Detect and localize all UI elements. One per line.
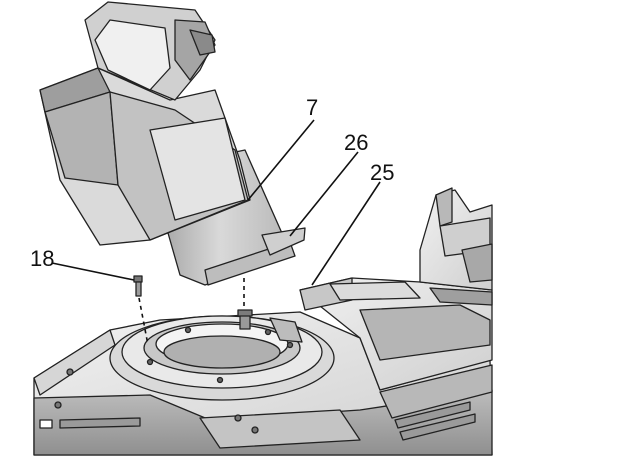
- part-7-discharge-chute: [39, 1, 296, 286]
- part-25-clamp: [237, 309, 303, 343]
- callout-7: 7: [306, 95, 318, 120]
- leader-line-25: [311, 181, 381, 286]
- leader-line-18: [51, 262, 135, 281]
- leader-line-7: [247, 119, 315, 201]
- callout-18: 18: [30, 246, 54, 271]
- engine-block: [299, 187, 493, 391]
- callout-25: 25: [370, 160, 394, 185]
- leader-line-26: [289, 151, 359, 237]
- part-26-flange: [261, 227, 306, 256]
- callout-26: 26: [344, 130, 368, 155]
- chute-ring-base: [109, 315, 335, 401]
- part-18-bolt: [133, 275, 143, 297]
